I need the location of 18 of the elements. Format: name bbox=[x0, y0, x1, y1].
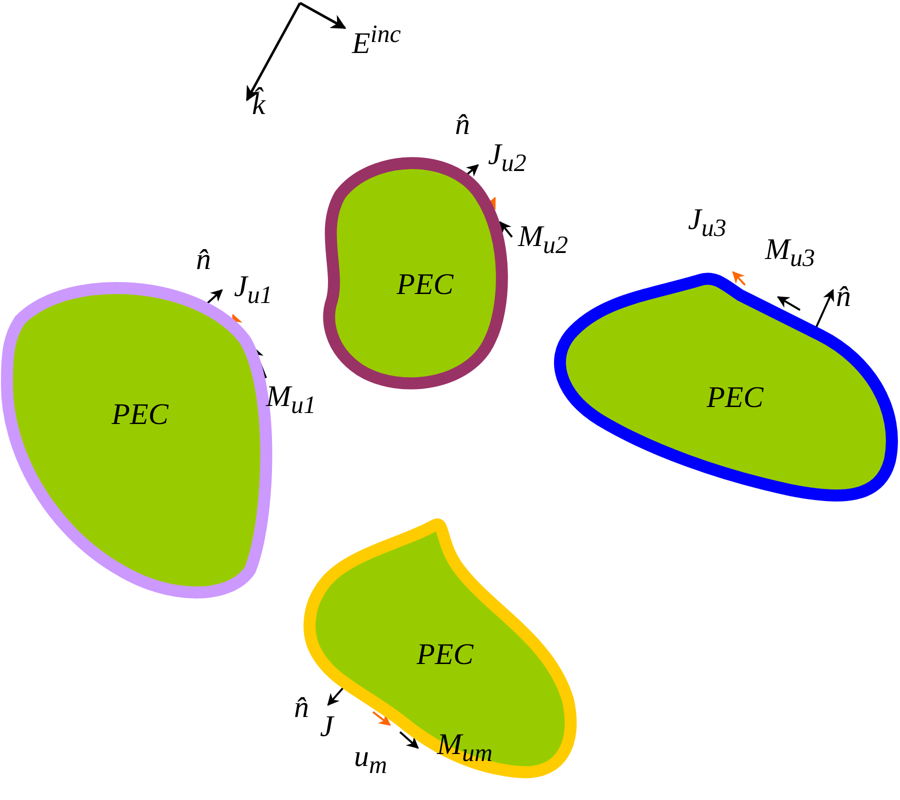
symbol-label: E$^{inc}$ bbox=[352, 22, 401, 59]
symbol-label: M$_{u3}$ bbox=[765, 235, 815, 271]
body-label: PEC bbox=[706, 381, 764, 415]
body-label: PEC bbox=[112, 398, 168, 432]
symbol-label: M$_{u2}$ bbox=[518, 222, 568, 258]
body-label: PEC bbox=[416, 638, 474, 672]
body-label: PEC bbox=[396, 268, 454, 302]
symbol-label: n̂ bbox=[196, 245, 211, 275]
symbol-label: M$_{u1}$ bbox=[266, 382, 316, 418]
symbol-label: J$_{u2}$ bbox=[488, 140, 526, 176]
symbol-label: u$_{m}$ bbox=[354, 742, 388, 778]
symbol-label: M$_{um}$ bbox=[437, 730, 493, 766]
symbol-label: n̂ bbox=[294, 693, 309, 723]
symbol-label: J$_{u1}$ bbox=[234, 272, 272, 308]
symbol-label: n̂ bbox=[455, 110, 470, 140]
symbol-label: J$_{u3}$ bbox=[688, 205, 726, 241]
symbol-label: n̂ bbox=[836, 282, 851, 312]
symbol-label: J bbox=[320, 712, 334, 742]
